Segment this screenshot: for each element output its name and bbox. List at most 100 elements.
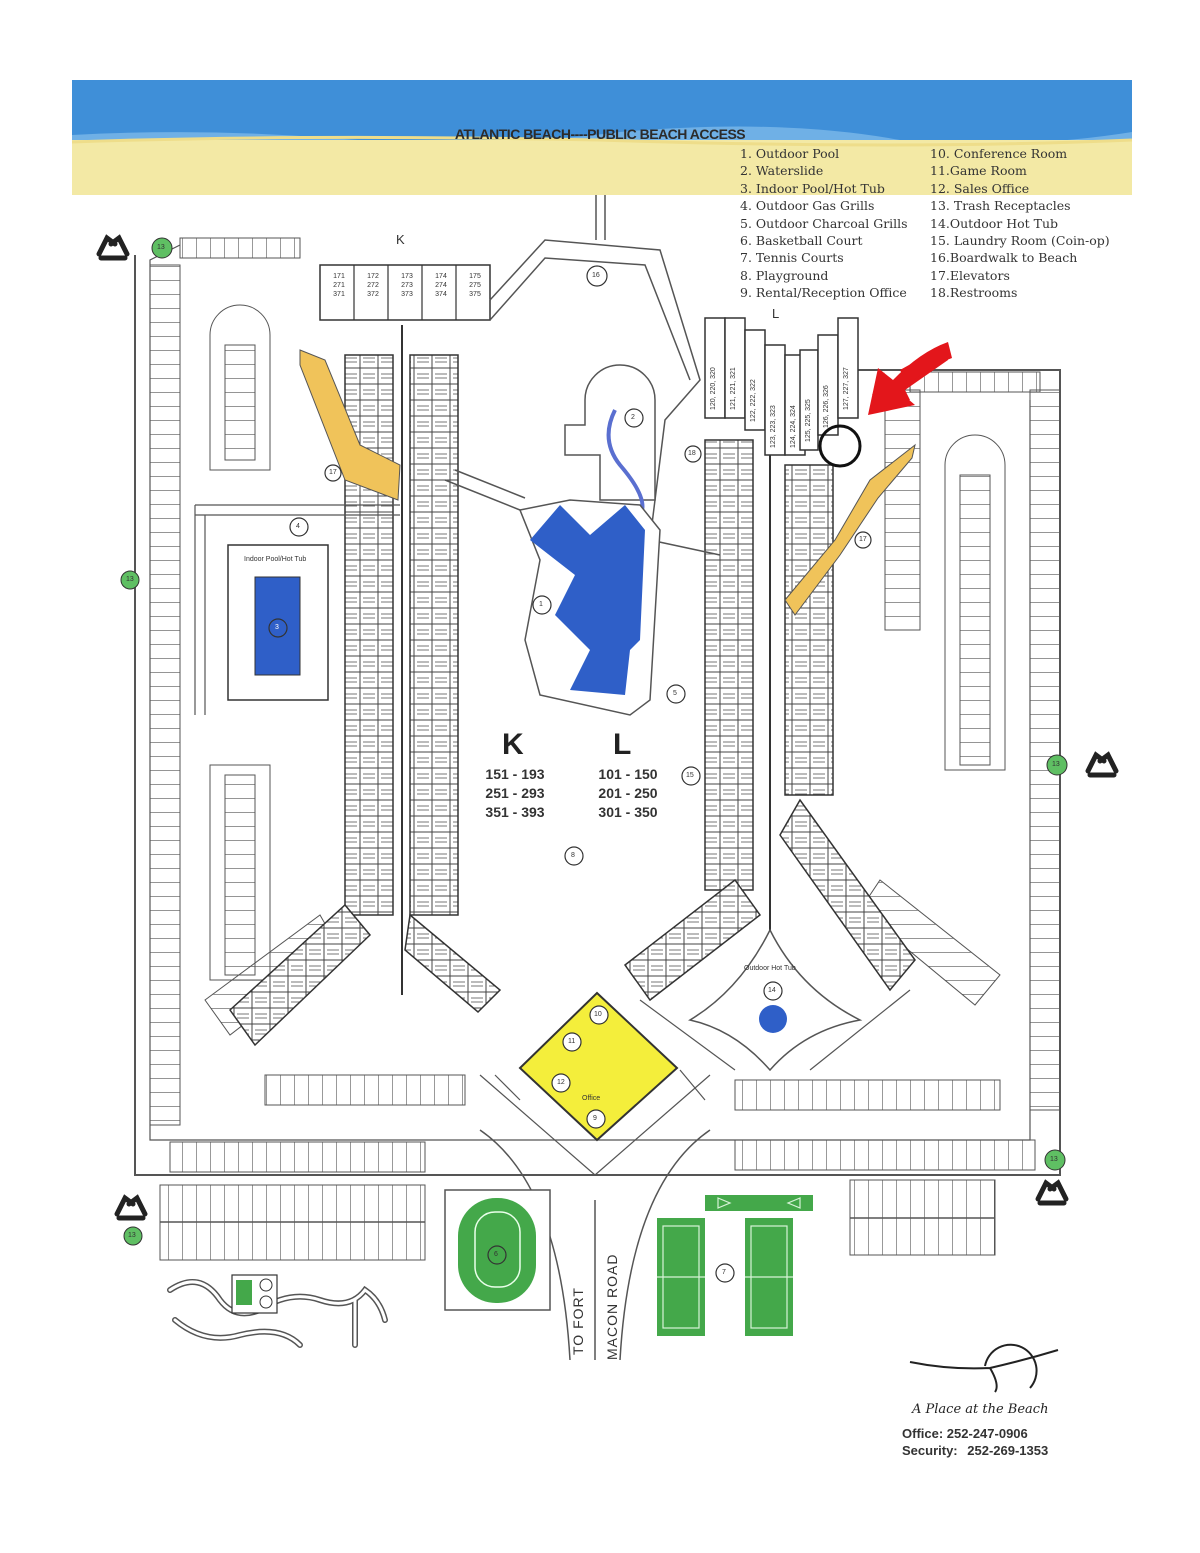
security-phone-label: Security:: [902, 1443, 958, 1458]
section-l-letter: L: [613, 728, 632, 761]
security-phone: 252-269-1353: [967, 1443, 1049, 1458]
road-label-to-fort: TO FORT: [570, 1287, 586, 1355]
legend-item: 4. Outdoor Gas Grills: [740, 198, 875, 214]
marker-number: 10: [594, 1011, 602, 1018]
ocean-shore: [72, 126, 1132, 144]
parking-top-left: [179, 237, 301, 259]
parking-bottom-left: [264, 1074, 466, 1106]
office-building: [518, 991, 679, 1142]
legend-item: 5. Outdoor Charcoal Grills: [740, 215, 908, 231]
brand-name: A Place at the Beach: [912, 1402, 1049, 1417]
marker-number: 3: [275, 624, 279, 631]
building-k-label: K: [396, 232, 405, 247]
marker-number: 5: [673, 690, 677, 697]
marker-number: 13: [126, 576, 134, 583]
building-l-label: L: [772, 306, 780, 321]
amenity-legend-right: 10. Conference Room 11.Game Room 12. Sal…: [930, 145, 1110, 302]
outdoor-pool: [530, 505, 645, 695]
amenity-markers: [268, 265, 872, 1283]
marker-number: 12: [557, 1079, 565, 1086]
recycle-icon: [1085, 751, 1119, 778]
building-k-se-leg: [404, 913, 502, 1014]
legend-item: 2. Waterslide: [740, 163, 824, 179]
recycle-icon: [1035, 1179, 1069, 1206]
marker-number: 13: [1052, 761, 1060, 768]
building-l-sw-leg: [623, 878, 762, 1002]
marker-number: 2: [631, 414, 635, 421]
waterslide-flume: [606, 409, 645, 517]
marker-number: 17: [859, 536, 867, 543]
marker-number: 4: [296, 523, 300, 530]
section-k-letter: K: [502, 728, 524, 761]
building-l-se-leg: [779, 798, 916, 992]
marker-number: 18: [688, 450, 696, 457]
parking-right: [1029, 389, 1061, 1111]
hot-tub-label: Outdoor Hot Tub: [744, 965, 796, 972]
highlight-circle: [818, 424, 862, 468]
road-label-macon: MACON ROAD: [604, 1253, 620, 1360]
walkway-boardwalk: [595, 195, 606, 240]
section-k-ranges: 151 - 193 251 - 293 351 - 393: [485, 766, 545, 820]
elevator-walkway-l: [784, 443, 916, 616]
unit-stack: 127, 227, 327: [843, 367, 850, 410]
legend-item: 18.Restrooms: [930, 285, 1018, 301]
ocean: [72, 80, 1132, 142]
office-label: Office: [582, 1095, 601, 1102]
unit-stack: 122, 222, 322: [750, 379, 757, 422]
building-l-west-wing: [704, 439, 754, 891]
marker-number: 13: [128, 1232, 136, 1239]
elevator-walkway-k: [299, 349, 401, 501]
unit-stack: 126, 226, 326: [823, 385, 830, 428]
building-k-east-wing: [409, 354, 459, 916]
unit-stack: 121, 221, 321: [730, 367, 737, 410]
marker-number: 16: [592, 272, 600, 279]
indoor-pool-label: Indoor Pool/Hot Tub: [244, 556, 307, 563]
unit-stack: 123, 223, 323: [770, 405, 777, 448]
building-k-sw-leg: [229, 903, 372, 1047]
security-phone-row: Security: 252-269-1353: [902, 1443, 1048, 1458]
sand-edge: [71, 135, 1133, 147]
legend-item: 14.Outdoor Hot Tub: [930, 215, 1059, 231]
tennis-practice-wall: [705, 1195, 813, 1211]
building-l-east-wing: [784, 464, 834, 796]
office-phone-row: Office: 252-247-0906: [902, 1426, 1028, 1441]
office-phone: 252-247-0906: [946, 1426, 1028, 1441]
marker-number: 8: [571, 852, 575, 859]
legend-item: 1. Outdoor Pool: [740, 146, 840, 161]
marker-number: 13: [157, 244, 165, 251]
legend-item: 6. Basketball Court: [740, 233, 863, 249]
legend-item: 13. Trash Receptacles: [930, 198, 1071, 214]
marker-number: 11: [568, 1038, 576, 1045]
beach-access-title: ATLANTIC BEACH----PUBLIC BEACH ACCESS: [454, 126, 746, 142]
amenity-legend-left: 1. Outdoor Pool 2. Waterslide 3. Indoor …: [740, 145, 908, 302]
legend-item: 16.Boardwalk to Beach: [930, 250, 1078, 266]
office-phone-label: Office:: [902, 1426, 944, 1441]
marker-number: 17: [329, 469, 337, 476]
legend-item: 7. Tennis Courts: [740, 250, 844, 266]
legend-item: 17.Elevators: [930, 267, 1010, 283]
building-k-top: [319, 264, 491, 321]
outdoor-hot-tub: [759, 1005, 787, 1033]
brand-logo: [909, 1343, 1059, 1393]
legend-item: 8. Playground: [740, 267, 829, 283]
parking-top-right: [909, 371, 1041, 393]
legend-item: 3. Indoor Pool/Hot Tub: [740, 180, 885, 196]
legend-item: 12. Sales Office: [930, 180, 1030, 196]
marker-number: 14: [768, 987, 776, 994]
sand: [72, 140, 1132, 195]
unit-stack: 124, 224, 324: [790, 405, 797, 448]
walkway-network: [444, 239, 721, 556]
marker-number: 15: [686, 772, 694, 779]
legend-item: 9. Rental/Reception Office: [740, 285, 907, 301]
recycle-icon: [114, 1194, 148, 1221]
marker-number: 6: [494, 1251, 498, 1258]
trash-receptacle-marker: [120, 237, 1068, 1246]
parking-bottom-right: [734, 1079, 1001, 1111]
legend-item: 10. Conference Room: [930, 146, 1068, 161]
